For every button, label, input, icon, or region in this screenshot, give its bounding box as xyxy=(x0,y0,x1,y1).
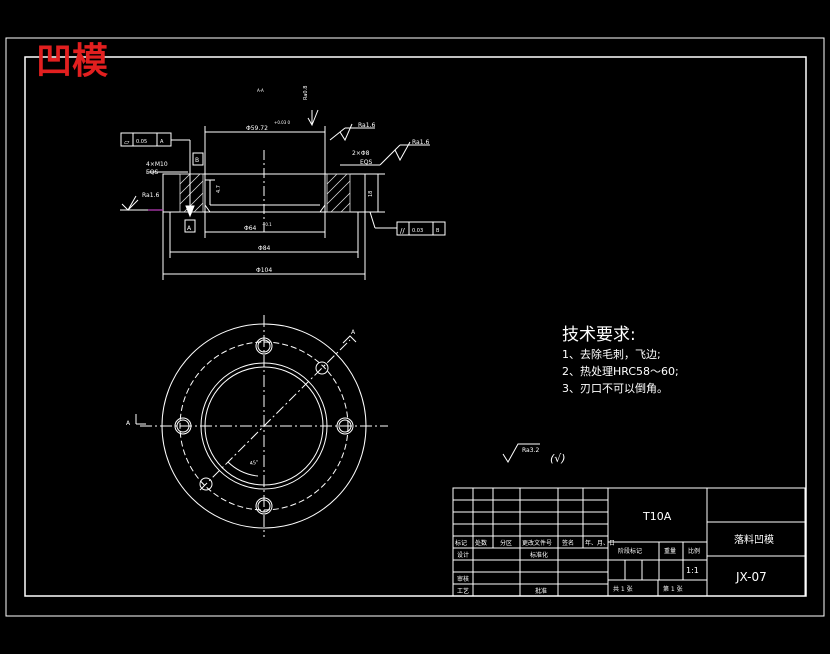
dim-depth: 4.7 xyxy=(216,185,222,193)
dim-inner: Φ64 xyxy=(244,225,257,232)
rough-right: Ra1.6 xyxy=(412,139,429,146)
hole-spec-eqs: EQS xyxy=(146,169,159,176)
tb-design: 设计 xyxy=(457,551,469,559)
rough-left: Ra1.6 xyxy=(142,192,159,199)
surface-paren: (√) xyxy=(550,452,566,465)
plan-view xyxy=(135,315,388,537)
dim-inner-tol: +0.1 xyxy=(262,222,272,227)
tb-sheet-total: 共 1 张 xyxy=(613,585,633,593)
hatch-right xyxy=(326,173,351,213)
tb-h-date: 年、月、日 xyxy=(585,539,615,547)
tb-sheet-no: 第 1 张 xyxy=(663,585,683,593)
tech-title: 技术要求: xyxy=(562,325,636,345)
tb-scale: 1:1 xyxy=(686,566,699,575)
tol-flat-ref: A xyxy=(160,139,164,145)
tol-flat: 0.05 xyxy=(136,139,147,145)
tb-stage: 阶段标记 xyxy=(618,547,642,555)
pin-hole-1 xyxy=(315,361,329,375)
tb-h-zone: 分区 xyxy=(500,539,512,547)
view-a-left: A xyxy=(126,420,131,427)
title-block xyxy=(452,487,806,597)
dim-bore-tol: +0.03 0 xyxy=(274,120,291,125)
dim-height: 18 xyxy=(368,191,374,197)
rough-symbol-icon xyxy=(502,443,540,463)
tb-h-sign: 签名 xyxy=(562,539,574,547)
tb-scale-label: 比例 xyxy=(688,547,700,555)
tb-drawing-no: JX-07 xyxy=(735,570,767,584)
datum-b: B xyxy=(195,157,199,164)
tol-parallel-ref: B xyxy=(436,228,440,234)
surface-rough: Ra3.2 xyxy=(522,447,539,454)
tech-item-2: 2、热处理HRC58～60; xyxy=(562,365,679,378)
hole-spec-2: 2×Φ8 xyxy=(352,150,370,157)
tol-parallel: 0.03 xyxy=(412,228,423,234)
tb-h-count: 处数 xyxy=(475,539,487,547)
tech-item-3: 3、刃口不可以倒角。 xyxy=(562,382,668,395)
dim-bore: Φ59.72 xyxy=(246,125,268,132)
view-a-right: A xyxy=(351,329,356,336)
outer-frame xyxy=(5,37,825,617)
tb-process: 工艺 xyxy=(457,587,469,595)
hole-spec: 4×M10 xyxy=(146,161,168,168)
tb-h-change: 更改文件号 xyxy=(522,539,552,547)
section-label: A-A xyxy=(257,88,264,93)
dim-outer: Φ104 xyxy=(256,267,272,274)
rough-top: Ra0.8 xyxy=(303,86,309,100)
flatness-icon: ▱ xyxy=(124,138,130,146)
tb-material: T10A xyxy=(642,510,672,523)
angle-label: 45° xyxy=(249,459,259,467)
tech-item-1: 1、去除毛刺，飞边; xyxy=(562,347,661,361)
parallel-frame xyxy=(396,221,446,236)
dim-pcd: Φ84 xyxy=(258,245,271,252)
tb-standard: 标准化 xyxy=(530,551,548,559)
datum-a: A xyxy=(187,225,192,232)
inner-frame xyxy=(24,56,807,597)
parallel-icon: // xyxy=(400,227,405,235)
tb-approve: 批准 xyxy=(535,587,547,595)
rough-mid: Ra1.6 xyxy=(358,122,375,129)
tb-check: 审核 xyxy=(457,575,469,583)
tb-part-name: 落料凹模 xyxy=(734,533,774,546)
hole-spec-2-eqs: EQS xyxy=(360,159,373,166)
stamp-text: 凹模 xyxy=(36,40,108,82)
tb-h-mark: 标记 xyxy=(455,539,467,547)
section-view xyxy=(120,109,446,280)
datum-b-box xyxy=(192,152,204,166)
datum-a-box xyxy=(184,219,196,233)
tb-weight: 重量 xyxy=(664,547,676,555)
pin-hole-2 xyxy=(199,477,213,491)
